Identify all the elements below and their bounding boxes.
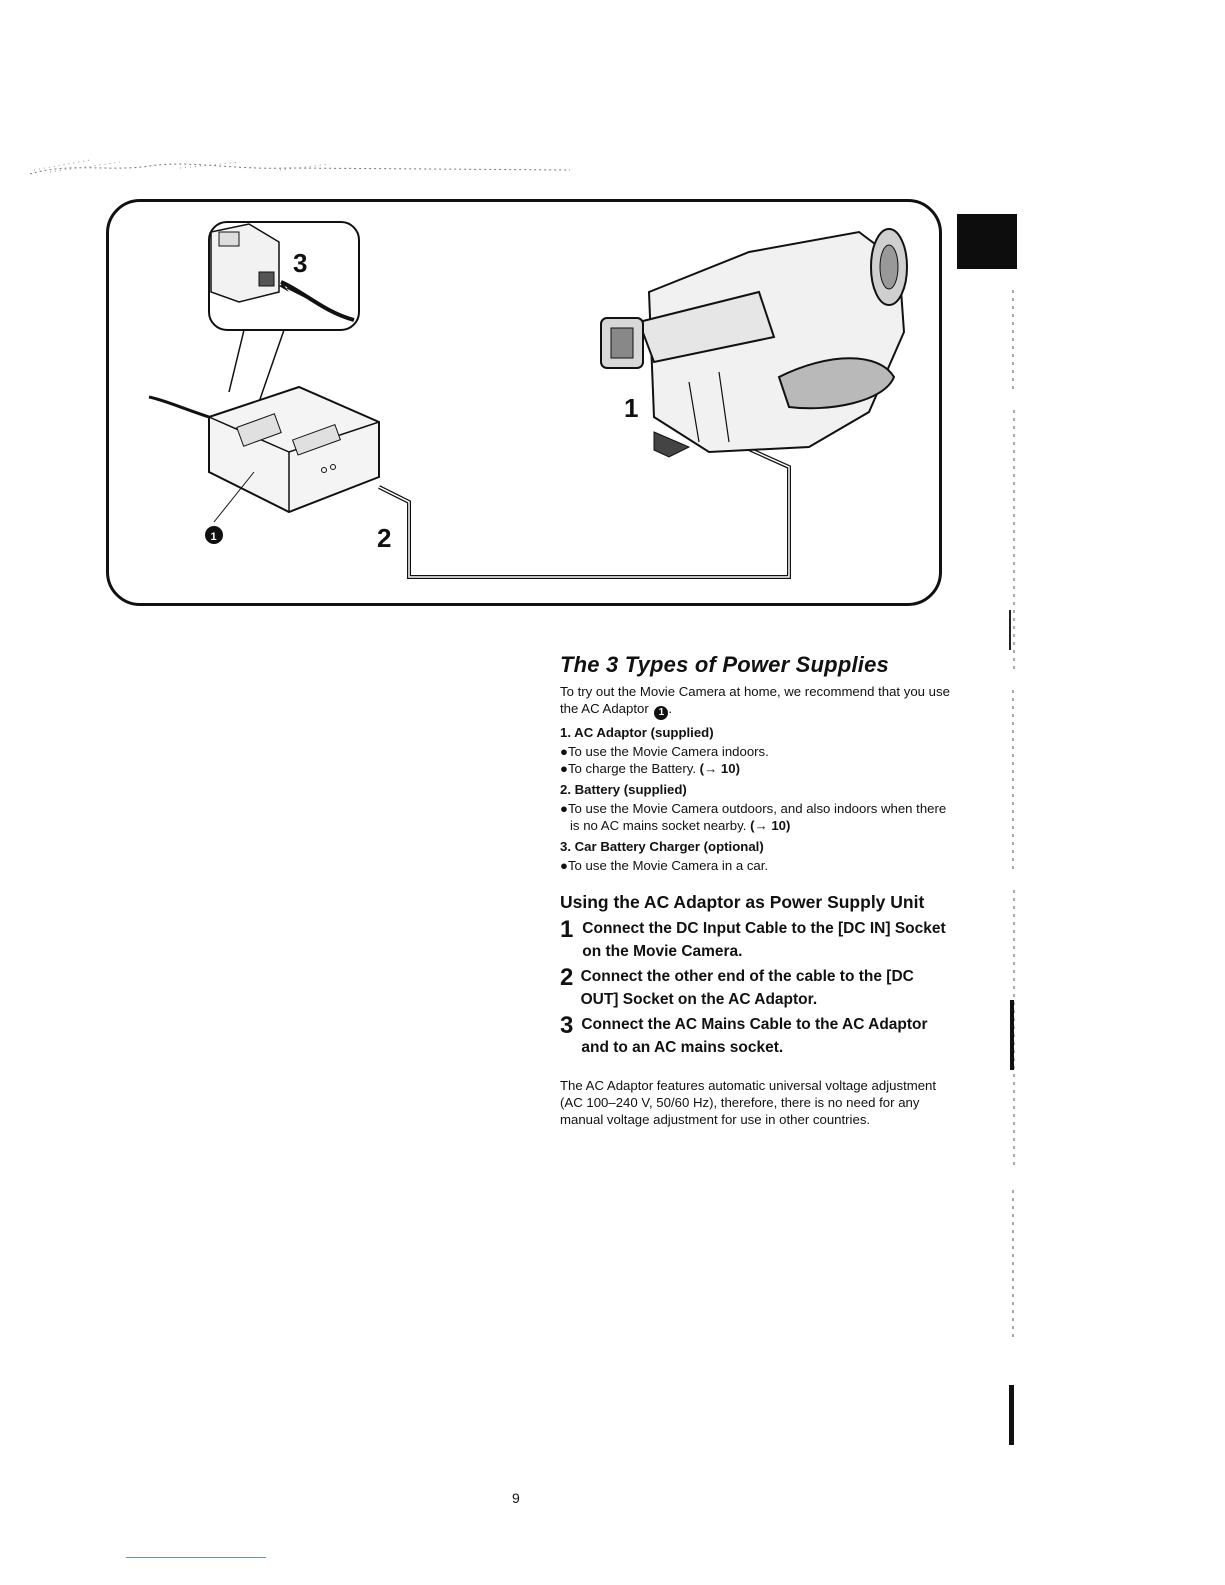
scan-noise	[30, 159, 570, 175]
supply-item-head: 1. AC Adaptor (supplied)	[560, 725, 714, 740]
scan-edge-marks	[1009, 290, 1015, 1445]
step-1: 1 Connect the DC Input Cable to the [DC …	[560, 917, 950, 963]
callout-circle-1: 1	[211, 531, 217, 543]
step-3: 3 Connect the AC Mains Cable to the AC A…	[560, 1013, 950, 1059]
ac-adaptor-drawing	[148, 385, 380, 523]
intro-sentence: To try out the Movie Camera at home, we …	[560, 684, 950, 716]
callout-3: 3	[293, 248, 307, 278]
step-number: 2	[560, 964, 574, 991]
step-number: 3	[560, 1012, 574, 1039]
page-ref: (→ 10)	[750, 818, 791, 833]
supply-bullet: ●To use the Movie Camera outdoors, and a…	[560, 800, 950, 834]
supply-item-3: 3. Car Battery Charger (optional) ●To us…	[560, 838, 950, 874]
step-text: Connect the DC Input Cable to the [DC IN…	[582, 920, 946, 960]
callout-circle-1-badge	[205, 526, 223, 544]
page-number: 9	[512, 1490, 520, 1506]
supply-bullet: ●To use the Movie Camera indoors.	[560, 743, 950, 760]
step-text: Connect the AC Mains Cable to the AC Ada…	[581, 1016, 928, 1056]
bullet-text: ●To use the Movie Camera indoors.	[560, 744, 769, 759]
callout-1: 1	[624, 393, 638, 423]
section-tab-marker	[957, 214, 1017, 269]
intro-text: To try out the Movie Camera at home, we …	[560, 684, 950, 720]
usage-title: Using the AC Adaptor as Power Supply Uni…	[560, 892, 925, 912]
adaptor-ref-badge: 1	[654, 706, 669, 720]
step-text: Connect the other end of the cable to th…	[580, 968, 914, 1008]
supply-bullet: ●To charge the Battery. (→ 10)	[560, 760, 950, 777]
callout-2: 2	[377, 523, 391, 553]
inset-adapter-closeup	[210, 223, 355, 322]
supply-item-1: 1. AC Adaptor (supplied) ●To use the Mov…	[560, 724, 950, 777]
supply-item-2: 2. Battery (supplied) ●To use the Movie …	[560, 781, 950, 834]
supply-bullet: ●To use the Movie Camera in a car.	[560, 857, 950, 874]
bullet-text: ●To charge the Battery.	[560, 761, 700, 776]
step-number: 1	[560, 916, 574, 943]
page-ref: (→ 10)	[699, 761, 740, 776]
bullet-text: ●To use the Movie Camera in a car.	[560, 858, 769, 873]
voltage-note: The AC Adaptor features automatic univer…	[560, 1078, 937, 1127]
connection-diagram: 3 1 2 1	[106, 199, 942, 606]
step-2: 2 Connect the other end of the cable to …	[560, 965, 950, 1011]
movie-camera-drawing	[600, 228, 908, 458]
footer-rule	[126, 1557, 266, 1558]
supply-item-head: 3. Car Battery Charger (optional)	[560, 839, 764, 854]
section-title: The 3 Types of Power Supplies	[560, 652, 889, 677]
bullet-text: ●To use the Movie Camera outdoors, and a…	[560, 801, 947, 833]
supply-item-head: 2. Battery (supplied)	[560, 782, 687, 797]
power-supply-text: The 3 Types of Power Supplies To try out…	[560, 652, 950, 1128]
